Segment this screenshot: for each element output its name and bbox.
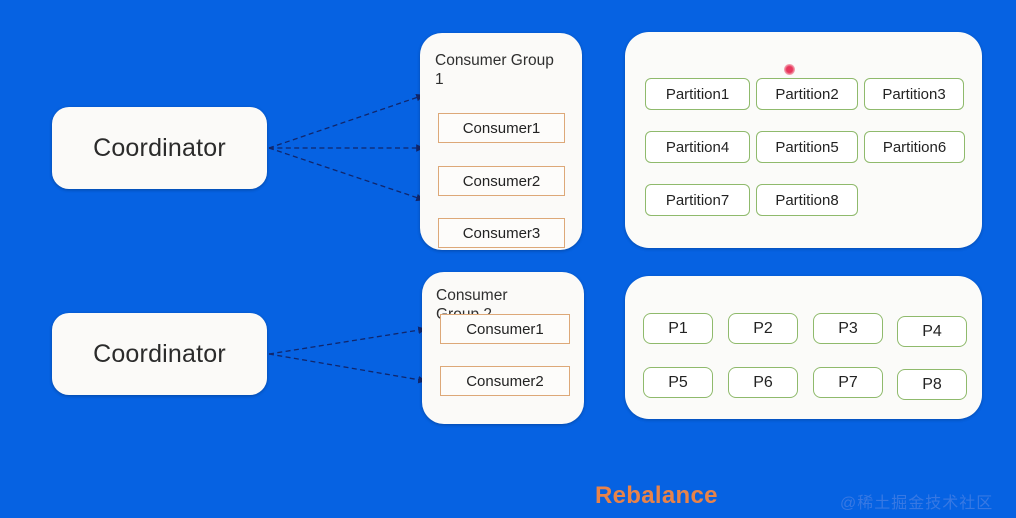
consumer-group-panel-1[interactable]: Consumer Group 1 Consumer1 Consumer2 Con… (420, 33, 582, 250)
partition-label: Partition3 (882, 85, 946, 103)
p-box-3[interactable]: P3 (813, 313, 883, 344)
partition-panel-2[interactable]: P1 P2 P3 P4 P5 P6 P7 P8 (625, 276, 982, 419)
p-label: P4 (922, 322, 942, 340)
p-box-7[interactable]: P7 (813, 367, 883, 398)
consumer-label: Consumer2 (462, 172, 541, 190)
consumer-box-1-2[interactable]: Consumer2 (438, 166, 565, 196)
rebalance-title: Rebalance (595, 482, 718, 509)
partition-box-3[interactable]: Partition3 (864, 78, 964, 110)
arrow-coordinator1-to-consumer3 (268, 147, 425, 202)
partition-label: Partition6 (882, 138, 947, 156)
consumer-group-title-1: Consumer Group 1 (435, 52, 554, 88)
p-box-5[interactable]: P5 (643, 367, 713, 398)
coordinator-card-1[interactable]: Coordinator (52, 107, 267, 189)
consumer-label: Consumer2 (466, 372, 544, 390)
p-box-4[interactable]: P4 (897, 316, 967, 347)
watermark-text: @稀土掘金技术社区 (840, 495, 994, 512)
partition-box-1[interactable]: Partition1 (645, 78, 750, 110)
p-label: P2 (753, 319, 773, 337)
p-box-1[interactable]: P1 (643, 313, 713, 344)
p-label: P8 (922, 375, 942, 393)
consumer-box-2-2[interactable]: Consumer2 (440, 366, 570, 396)
partition-box-2[interactable]: Partition2 (756, 78, 858, 110)
consumer-group-panel-2[interactable]: Consumer Group 2 Consumer1 Consumer2 (422, 272, 584, 424)
coordinator-label: Coordinator (93, 339, 226, 368)
consumer-box-1-1[interactable]: Consumer1 (438, 113, 565, 143)
consumer-label: Consumer3 (462, 224, 541, 242)
arrow-coordinator2-to-consumer1 (268, 326, 427, 355)
p-label: P5 (668, 373, 688, 391)
coordinator-label: Coordinator (93, 133, 226, 162)
partition-label: Partition4 (665, 138, 730, 156)
partition-box-7[interactable]: Partition7 (645, 184, 750, 216)
red-dot-cursor-icon (784, 64, 795, 75)
consumer-label: Consumer1 (462, 119, 541, 137)
partition-box-5[interactable]: Partition5 (756, 131, 858, 163)
partition-label: Partition1 (665, 85, 730, 103)
partition-panel-1[interactable]: Partition1 Partition2 Partition3 Partiti… (625, 32, 982, 248)
consumer-box-2-1[interactable]: Consumer1 (440, 314, 570, 344)
partition-box-8[interactable]: Partition8 (756, 184, 858, 216)
partition-label: Partition8 (775, 191, 839, 209)
partition-label: Partition2 (775, 85, 839, 103)
arrow-coordinator1-to-consumer1 (268, 93, 425, 149)
partition-box-6[interactable]: Partition6 (864, 131, 965, 163)
consumer-label: Consumer1 (466, 320, 544, 338)
p-box-6[interactable]: P6 (728, 367, 798, 398)
partition-label: Partition7 (665, 191, 730, 209)
p-label: P6 (753, 373, 773, 391)
p-box-2[interactable]: P2 (728, 313, 798, 344)
partition-label: Partition5 (775, 138, 839, 156)
coordinator-card-2[interactable]: Coordinator (52, 313, 267, 395)
p-label: P7 (838, 373, 858, 391)
p-label: P1 (668, 319, 688, 337)
arrow-coordinator2-to-consumer2 (268, 353, 427, 384)
p-box-8[interactable]: P8 (897, 369, 967, 400)
p-label: P3 (838, 319, 858, 337)
consumer-box-1-3[interactable]: Consumer3 (438, 218, 565, 248)
partition-box-4[interactable]: Partition4 (645, 131, 750, 163)
